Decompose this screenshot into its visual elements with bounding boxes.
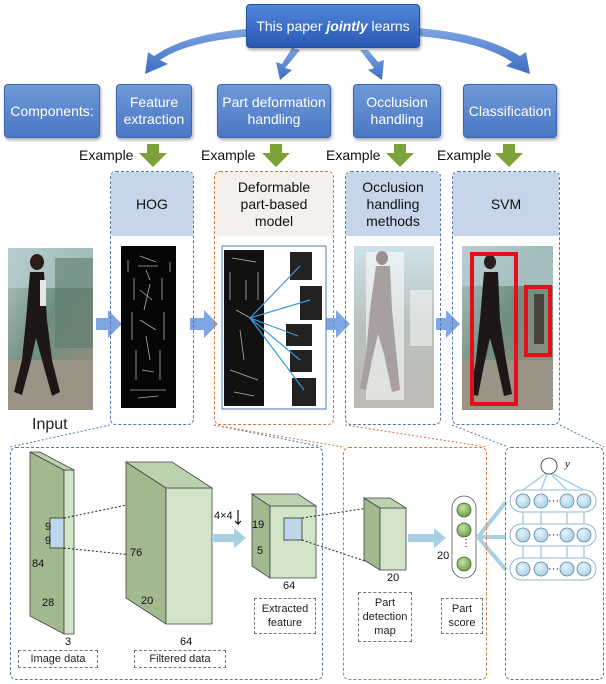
filtered-data-cube [124, 461, 214, 625]
part-score-column [451, 495, 508, 579]
components-label: Components: [10, 102, 94, 119]
connector-lines [9, 424, 605, 448]
occlusion-panel: Occlusion handling methods [345, 171, 441, 425]
example-label-2: Example [326, 147, 381, 163]
occlusion-image [354, 246, 434, 408]
component-feature-extraction: Feature extraction [116, 84, 192, 138]
pool-arrow [212, 510, 246, 548]
extracted-depth: 5 [257, 545, 264, 557]
hog-panel-title: HOG [111, 172, 193, 236]
extracted-feature-caption: Extracted feature [254, 598, 316, 634]
filtered-data-caption: Filtered data [134, 650, 226, 668]
example-label-3: Example [437, 147, 492, 163]
extracted-width: 64 [283, 580, 296, 592]
hog-panel: HOG [110, 171, 194, 425]
part-detection-cube [362, 497, 446, 571]
filtered-data-width: 64 [180, 636, 193, 648]
flow-arrows [96, 310, 460, 338]
part-score-count: 20 [437, 550, 450, 562]
component-classification: Classification [463, 84, 557, 138]
output-label: y [565, 458, 570, 470]
image-data-depth: 28 [42, 597, 55, 609]
deep-model-detail-panel [505, 447, 604, 680]
svm-image [462, 246, 553, 410]
input-label: Input [32, 416, 68, 433]
component-label-3: Classification [468, 102, 552, 119]
title-after: learns [367, 17, 410, 34]
title-emphasis: jointly [326, 17, 368, 34]
filtered-data-height: 76 [130, 547, 143, 559]
example-label-0: Example [79, 147, 134, 163]
svm-panel-title: SVM [453, 172, 559, 236]
component-occlusion-handling: Occlusion handling [353, 84, 441, 138]
deep-network [509, 457, 597, 581]
image-data-height: 84 [32, 558, 45, 570]
image-data-cube [29, 451, 181, 635]
component-label-0: Feature extraction [123, 94, 185, 127]
dpm-image [221, 245, 327, 410]
net-dots-1: ··· [548, 495, 559, 507]
image-data-width: 3 [65, 636, 72, 648]
input-image [8, 248, 93, 410]
example-arrows [139, 144, 523, 167]
part-detection-map-caption: Part detection map [358, 592, 412, 642]
title-box: This paper jointly learns [246, 4, 420, 48]
part-map-width: 20 [387, 572, 400, 584]
kernel-size-2: 9 [45, 535, 52, 547]
component-part-deformation: Part deformation handling [217, 84, 331, 138]
feature-extraction-detail-panel [10, 447, 323, 680]
title-before: This paper [256, 17, 327, 34]
title-branch-arrows [145, 28, 530, 80]
example-label-1: Example [201, 147, 256, 163]
component-label-2: Occlusion handling [366, 94, 428, 127]
svm-panel: SVM [452, 171, 560, 425]
extracted-height: 19 [252, 519, 265, 531]
part-detection-detail-panel [343, 447, 487, 680]
extracted-feature-cube [250, 493, 369, 579]
component-label-1: Part deformation handling [222, 94, 326, 127]
image-data-caption: Image data [18, 650, 98, 668]
filtered-data-depth: 20 [141, 595, 154, 607]
kernel-size-1: 9 [45, 521, 52, 533]
hog-image [121, 246, 176, 408]
dpm-panel: Deformable part-based model [214, 171, 334, 425]
pool-size: 4×4 [214, 510, 233, 522]
occlusion-panel-title: Occlusion handling methods [346, 172, 440, 236]
part-score-caption: Part score [441, 598, 483, 634]
components-label-box: Components: [4, 84, 100, 138]
net-dots-2: ··· [548, 529, 559, 541]
net-dots-3: ··· [548, 563, 559, 575]
dpm-panel-title: Deformable part-based model [215, 172, 333, 236]
part-score-dots: ⋮ [461, 538, 471, 549]
